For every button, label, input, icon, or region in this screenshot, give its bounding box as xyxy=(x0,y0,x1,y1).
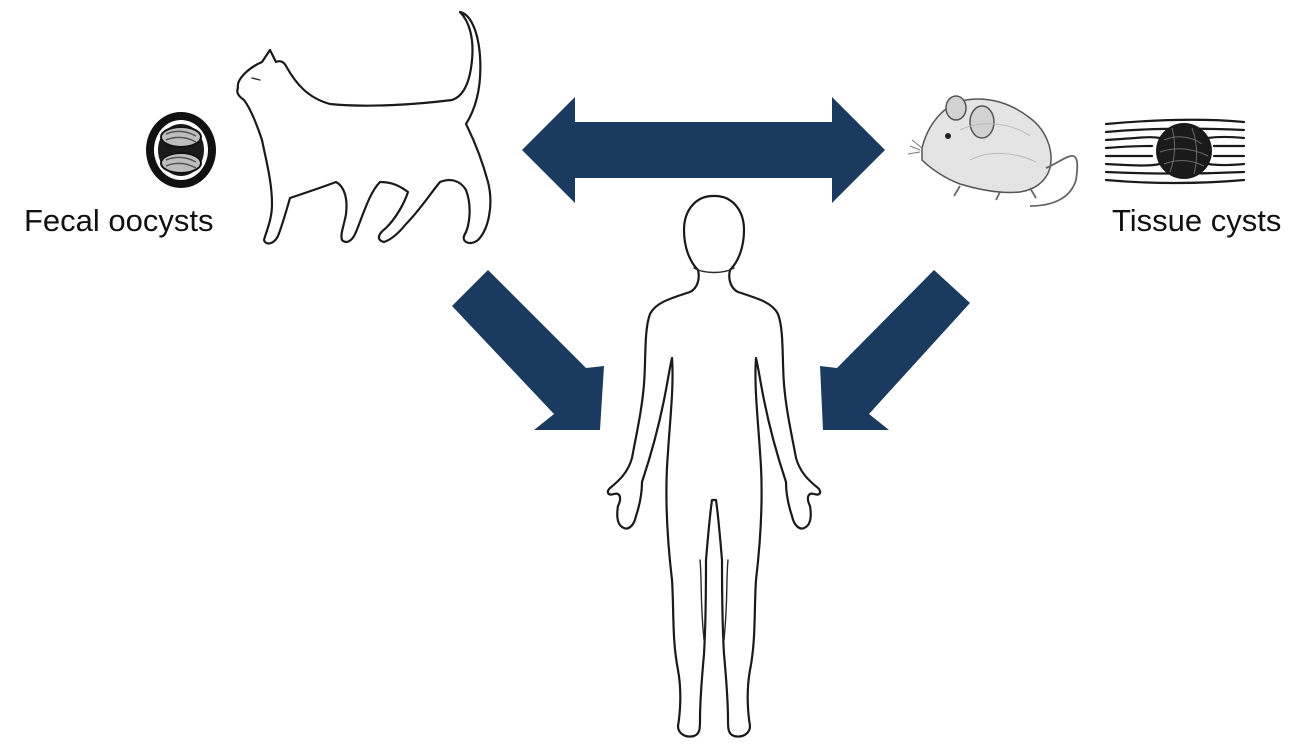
tissue-cyst-icon xyxy=(1106,120,1244,183)
arrow-mouse-to-human xyxy=(820,270,970,430)
double-arrow xyxy=(522,97,885,203)
arrow-cat-to-human xyxy=(452,270,604,430)
tissue-cysts-label: Tissue cysts xyxy=(1112,205,1281,236)
human-icon xyxy=(608,196,820,737)
fecal-oocysts-label: Fecal oocysts xyxy=(24,205,214,236)
cat-icon xyxy=(237,12,490,243)
oocyst-icon xyxy=(146,112,216,188)
mouse-icon xyxy=(908,96,1077,206)
